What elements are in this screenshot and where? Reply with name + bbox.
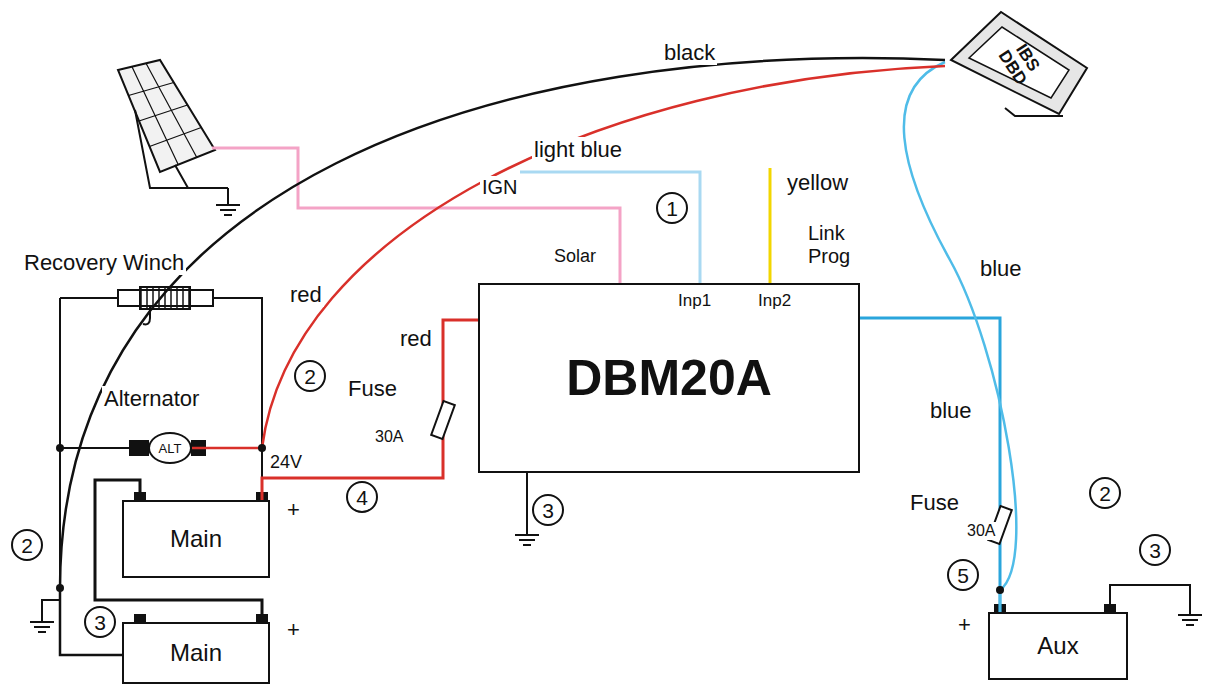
text-label: 30A xyxy=(965,522,997,540)
battery-box: Aux xyxy=(988,612,1128,680)
wire xyxy=(1110,585,1190,615)
text-label: IGN xyxy=(480,176,520,199)
text-label: light blue xyxy=(532,137,624,162)
alternator-symbol: ALT xyxy=(148,432,192,464)
text-label: Recovery Winch xyxy=(22,250,186,275)
fuse-symbol xyxy=(431,401,455,439)
ignition-wire xyxy=(520,172,700,283)
callout-number: 3 xyxy=(1139,534,1171,566)
solar-wire xyxy=(212,148,620,283)
text-label: 24V xyxy=(268,452,304,473)
alternator-bracket xyxy=(130,441,148,455)
node-text: ALT xyxy=(159,441,182,456)
text-label: Inp1 xyxy=(676,291,713,311)
callout-number: 1 xyxy=(656,192,688,224)
wire-label: blue xyxy=(928,398,974,423)
node-text: Aux xyxy=(1037,632,1078,660)
controller-box: DBM20A xyxy=(478,283,860,473)
text-label: + xyxy=(956,612,973,637)
wire xyxy=(262,320,478,500)
wire xyxy=(860,318,1000,612)
text-label: yellow xyxy=(785,170,850,195)
callout-number: 4 xyxy=(346,481,378,513)
ground-symbol xyxy=(515,535,539,545)
battery-box: Main xyxy=(122,622,270,684)
wire-label: red xyxy=(288,282,324,307)
wire-label: red xyxy=(398,326,434,351)
ground-symbol xyxy=(216,205,240,215)
wire xyxy=(904,62,1016,612)
text-label: 30A xyxy=(373,428,405,446)
ground-symbol xyxy=(1178,615,1202,625)
ground-symbol xyxy=(30,622,54,632)
text-label: Fuse xyxy=(908,490,961,515)
callout-number: 2 xyxy=(11,529,43,561)
node-text: Main xyxy=(170,525,222,553)
text-label: Fuse xyxy=(346,376,399,401)
panel-stand xyxy=(135,110,228,205)
wire xyxy=(60,58,945,655)
link-wire xyxy=(769,168,772,283)
text-label: Alternator xyxy=(102,386,201,411)
display-unit: IBS DBD xyxy=(945,8,1095,118)
text-label: + xyxy=(285,617,302,642)
wire-label: blue xyxy=(978,256,1024,281)
node-text: DBM20A xyxy=(566,349,772,407)
battery-box: Main xyxy=(122,500,270,578)
callout-number: 5 xyxy=(947,559,979,591)
text-label: + xyxy=(285,497,302,522)
callout-number: 3 xyxy=(84,606,116,638)
callout-number: 3 xyxy=(532,494,564,526)
callout-number: 2 xyxy=(1089,477,1121,509)
callout-number: 2 xyxy=(294,360,326,392)
battery-terminals xyxy=(134,492,1116,622)
wire xyxy=(42,600,60,622)
text-label: Link Prog xyxy=(806,222,864,268)
node-text: Main xyxy=(170,639,222,667)
text-label: Inp2 xyxy=(756,291,793,311)
text-label: Solar xyxy=(552,246,598,267)
solar-panel xyxy=(118,60,215,172)
wire-label: black xyxy=(662,40,717,65)
wire xyxy=(526,473,528,535)
